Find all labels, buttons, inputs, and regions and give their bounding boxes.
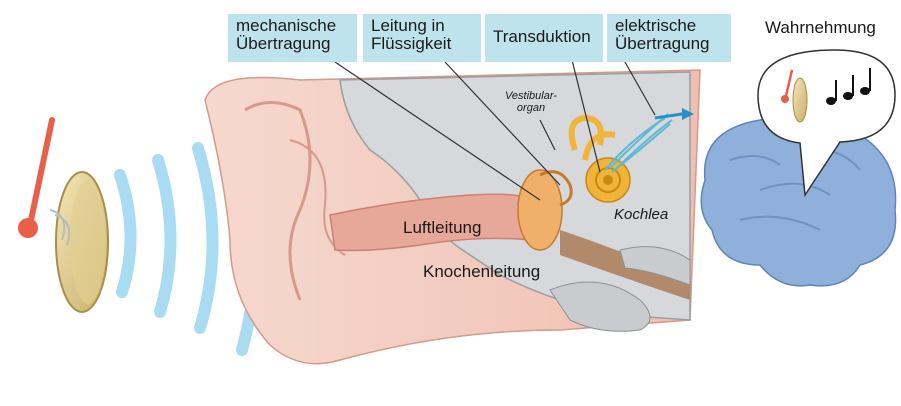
- tuning-fork-icon: [30, 120, 52, 225]
- bubble-cymbal: [793, 78, 807, 122]
- middle-ear: [518, 170, 562, 250]
- label-electrical-transmission: elektrische Übertragung: [607, 14, 731, 62]
- label-transduction: Transduktion: [485, 14, 603, 62]
- label-electrical-line-2: Übertragung: [615, 35, 725, 53]
- label-bone-conduction: Knochenleitung: [423, 262, 540, 282]
- sound-wave-1: [120, 175, 131, 292]
- label-vestibular-line-2: organ: [505, 102, 557, 114]
- label-vestibular-organ: Vestibular- organ: [505, 90, 557, 114]
- label-vestibular-line-1: Vestibular-: [505, 90, 557, 102]
- label-perception: Wahrnehmung: [765, 18, 876, 38]
- sound-source: [18, 120, 108, 312]
- label-air-conduction: Luftleitung: [403, 218, 481, 238]
- sound-wave-3: [198, 148, 213, 328]
- label-mechanical-line-1: mechanische: [236, 17, 351, 35]
- label-fluid-conduction: Leitung in Flüssigkeit: [363, 14, 481, 62]
- label-transduction-text: Transduktion: [493, 28, 597, 46]
- label-mechanical-line-2: Übertragung: [236, 35, 351, 53]
- label-fluid-line-1: Leitung in: [371, 17, 475, 35]
- label-cochlea: Kochlea: [614, 206, 668, 223]
- label-fluid-line-2: Flüssigkeit: [371, 35, 475, 53]
- sound-wave-2: [158, 160, 171, 312]
- label-electrical-line-1: elektrische: [615, 17, 725, 35]
- label-mechanical-transmission: mechanische Übertragung: [228, 14, 357, 62]
